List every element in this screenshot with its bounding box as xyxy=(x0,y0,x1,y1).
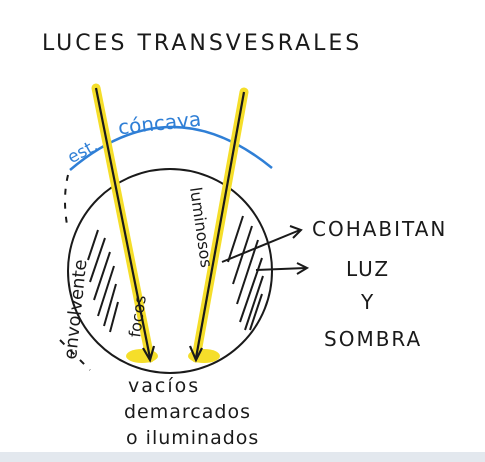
arrow-head-cohabitan xyxy=(289,225,303,239)
arrow-to-luz xyxy=(255,267,307,271)
drawing-canvas: LUCES TRANSVESRALES est. cóncava xyxy=(0,0,485,452)
label-luz: LUZ xyxy=(346,257,390,281)
hatching-right xyxy=(227,215,264,331)
concave-arc xyxy=(69,125,273,171)
label-cohabitan: COHABITAN xyxy=(312,217,447,241)
hatching-left xyxy=(87,229,119,333)
main-circle xyxy=(67,168,273,374)
light-beam-right xyxy=(194,91,246,359)
light-beam-left xyxy=(94,87,152,359)
arrow-head-right xyxy=(188,345,203,363)
diagram-title: LUCES TRANSVESRALES xyxy=(42,31,362,56)
label-sombra: SOMBRA xyxy=(324,327,422,351)
label-demarcados: demarcados xyxy=(124,401,251,423)
label-est: est. xyxy=(64,136,101,168)
label-envolvente: envolvente xyxy=(60,258,91,360)
sketch-diagram: LUCES TRANSVESRALES est. cóncava xyxy=(42,31,447,449)
label-concava: cóncava xyxy=(117,107,202,140)
label-y: Y xyxy=(360,290,374,314)
label-iluminados: o iluminados xyxy=(126,427,259,449)
arrow-to-cohabitan xyxy=(221,229,301,263)
label-vacios: vacíos xyxy=(128,375,200,397)
arrow-head-luz xyxy=(296,262,310,275)
label-luminosos: luminosos xyxy=(186,186,216,269)
bottom-frame xyxy=(0,452,485,462)
arrow-head-left xyxy=(142,345,156,363)
envelope-dashes xyxy=(59,174,91,371)
